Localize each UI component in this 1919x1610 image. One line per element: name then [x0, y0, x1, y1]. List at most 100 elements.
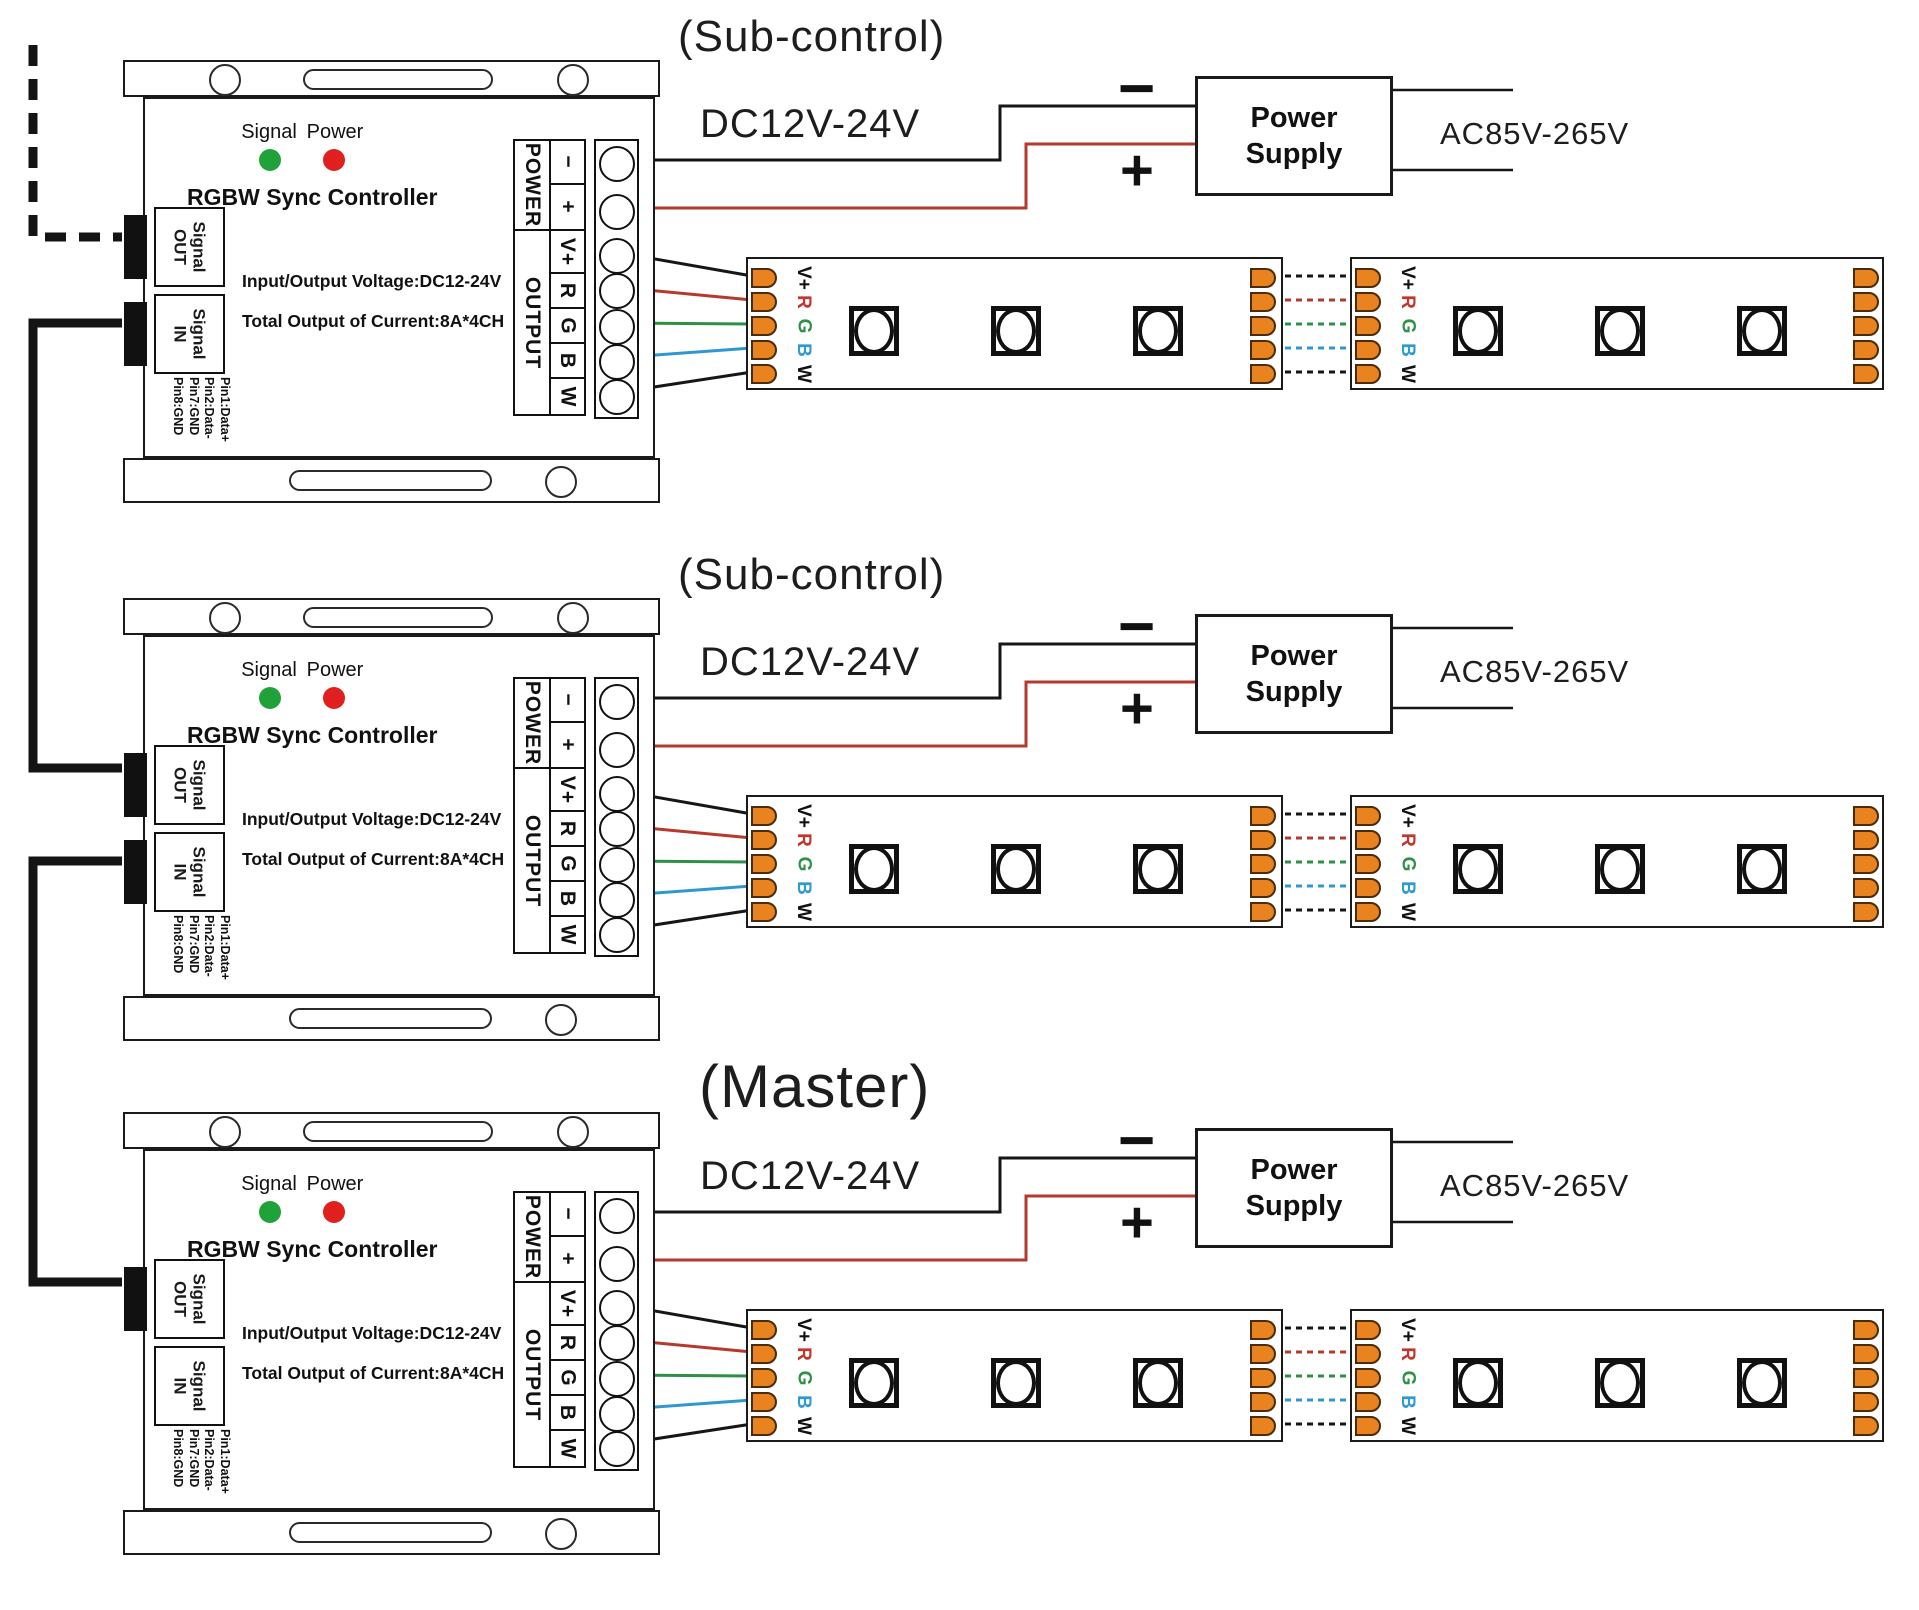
rgbw-controller: Signal Power RGBW Sync Controller Signal…	[123, 60, 660, 503]
strip-pad-end	[1853, 1320, 1879, 1340]
strip-label-vplus: V+	[1397, 266, 1418, 290]
strip-label-g: G	[1397, 1370, 1418, 1386]
terminal-minus-label: −	[549, 677, 586, 723]
strip-pad-r	[1355, 830, 1381, 850]
signal-in-tab	[124, 302, 147, 366]
terminal-minus-label: −	[549, 1191, 586, 1237]
strip-pad-vplus	[1355, 1320, 1381, 1340]
led-lens	[1458, 1360, 1498, 1406]
terminal-plus	[599, 194, 635, 230]
strip-pad-out	[1250, 340, 1276, 360]
strip-pad-out	[1250, 316, 1276, 336]
terminal-g-label: G	[549, 1359, 586, 1396]
screw-hole	[557, 602, 589, 634]
controller-name: RGBW Sync Controller	[187, 1236, 438, 1262]
strip-pad-g	[751, 316, 777, 336]
mount-slot	[303, 1121, 493, 1142]
controller-body: Signal Power RGBW Sync Controller Signal…	[124, 635, 655, 996]
signal-out-port: Signal OUT	[154, 1259, 225, 1339]
plus-sign: +	[1120, 676, 1154, 741]
terminal-g	[599, 1361, 635, 1397]
wire-signal-link-2-3	[28, 856, 122, 1287]
strip-label-r: R	[792, 295, 814, 309]
strip-pad-out	[1250, 364, 1276, 384]
signal-led	[259, 149, 281, 171]
signal-led-label: Signal	[241, 1173, 297, 1195]
strip-pad-r	[751, 830, 777, 850]
terminal-vplus-label: V+	[549, 767, 586, 812]
led-lens	[854, 308, 894, 354]
diagram-section: (Sub-control) DC12V-24V Signal Power RGB…	[0, 550, 1919, 1058]
signal-out-line1: Signal	[189, 1273, 209, 1325]
led-strip-segment-1: V+ R G B W	[746, 1309, 1283, 1442]
terminal-w-label: W	[549, 915, 586, 954]
led-lens	[1138, 308, 1178, 354]
strip-label-r: R	[1396, 1347, 1418, 1361]
terminal-plus	[599, 732, 635, 768]
power-supply-box: Power Supply	[1195, 614, 1393, 734]
strip-pad-w	[751, 1416, 777, 1436]
strip-pad-b	[1355, 1392, 1381, 1412]
terminal-minus	[599, 146, 635, 182]
terminal-b-label: B	[549, 880, 586, 917]
strip-pad-vplus	[751, 806, 777, 826]
power-supply-line2: Supply	[1245, 676, 1343, 708]
diagram-section: (Sub-control) DC12V-24V Signal Power RGB…	[0, 12, 1919, 520]
led-lens	[1742, 1360, 1782, 1406]
wire-power-negative	[634, 104, 1195, 162]
section-title: (Sub-control)	[678, 550, 946, 599]
signal-out-tab	[124, 215, 147, 279]
controller-name: RGBW Sync Controller	[187, 184, 438, 210]
terminal-b	[599, 344, 635, 380]
power-led-label: Power	[306, 1173, 364, 1195]
controller-body: Signal Power RGBW Sync Controller Signal…	[124, 1149, 655, 1510]
terminal-r-label: R	[549, 272, 586, 309]
power-led-label: Power	[306, 121, 364, 143]
strip-pad-r	[751, 1344, 777, 1364]
dc-voltage-label: DC12V-24V	[700, 1154, 921, 1198]
current-spec: Total Output of Current:8A*4CH	[242, 311, 505, 331]
strip-pad-vplus	[1355, 268, 1381, 288]
strip-pad-g	[1355, 854, 1381, 874]
terminal-g	[599, 847, 635, 883]
strip-label-w: W	[793, 365, 814, 383]
minus-sign: −	[1118, 52, 1156, 124]
strip-pad-out	[1250, 1368, 1276, 1388]
wire-power-positive	[634, 142, 1195, 210]
strip-pad-end	[1853, 268, 1879, 288]
wire-power-negative	[634, 642, 1195, 700]
led-chip	[1595, 306, 1645, 356]
strip-label-b: B	[792, 1395, 814, 1409]
signal-in-port: Signal IN	[154, 1346, 225, 1426]
signal-in-line1: Signal	[189, 308, 209, 360]
strip-label-b: B	[1396, 1395, 1418, 1409]
strip-pad-g	[751, 1368, 777, 1388]
terminal-r-label: R	[549, 810, 586, 847]
terminal-b	[599, 1396, 635, 1432]
strip-pad-out	[1250, 1344, 1276, 1364]
strip-pad-end	[1853, 292, 1879, 312]
signal-out-port: Signal OUT	[154, 745, 225, 825]
current-spec: Total Output of Current:8A*4CH	[242, 849, 505, 869]
led-chip	[849, 844, 899, 894]
strip-pad-out	[1250, 1416, 1276, 1436]
plus-sign: +	[1120, 138, 1154, 203]
controller-bottom-flange	[123, 458, 660, 503]
signal-out-line2: OUT	[170, 1281, 190, 1317]
minus-sign: −	[1118, 590, 1156, 662]
section-title: (Sub-control)	[678, 12, 946, 61]
power-supply-line2: Supply	[1245, 1190, 1343, 1222]
ac-voltage-label: AC85V-265V	[1440, 654, 1630, 689]
strip-pad-out	[1250, 268, 1276, 288]
strip-pad-out	[1250, 1320, 1276, 1340]
screw-hole	[209, 602, 241, 634]
strip-label-r: R	[1396, 295, 1418, 309]
minus-sign: −	[1118, 1104, 1156, 1176]
strip-label-w: W	[793, 903, 814, 921]
terminal-vplus	[599, 1290, 635, 1326]
led-lens	[1138, 1360, 1178, 1406]
led-strip-segment-2: V+ R G B W	[1350, 795, 1884, 928]
controller-top-flange	[123, 1112, 660, 1149]
signal-out-tab	[124, 753, 147, 817]
signal-led	[259, 687, 281, 709]
